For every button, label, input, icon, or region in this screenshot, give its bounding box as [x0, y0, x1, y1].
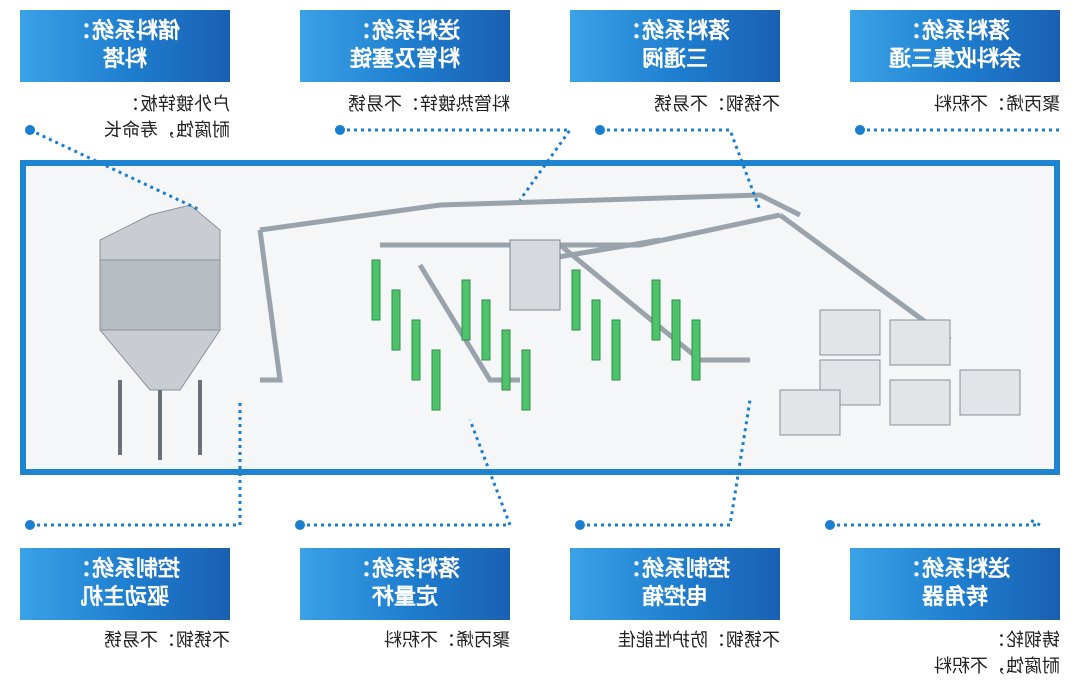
note-drive-unit: 不锈钢：不易锈 [104, 630, 230, 651]
callout-tee-valve: 落料系统： 三通阀 [570, 10, 780, 82]
silo-illustration [99, 204, 221, 460]
callout-control-box: 控制系统： 电控箱 [570, 548, 780, 620]
note-residual-tee: 聚丙烯：不积料 [934, 94, 1060, 115]
callout-measuring-cup: 落料系统： 定量杯 [300, 548, 510, 620]
note-tee-valve: 不锈钢：不易锈 [654, 94, 780, 115]
control-box-illustration [509, 239, 561, 311]
feeder-troughs [779, 309, 1021, 436]
dosing-cups [371, 259, 701, 411]
note-control-box: 不锈钢：防护性能佳 [618, 630, 780, 651]
callout-residual-tee: 落料系统： 余料收集三通 [850, 10, 1060, 82]
note-measuring-cup: 聚丙烯：不积料 [384, 630, 510, 651]
note-corner-wheel: 铸钢轮： 耐腐蚀，不积料 [934, 630, 1060, 677]
note-silo: 户外镀锌板： 耐腐蚀，寿命长 [104, 94, 230, 141]
callout-silo: 储料系统： 料塔 [20, 10, 230, 82]
callout-drive-unit: 控制系统： 驱动主机 [20, 548, 230, 620]
callout-pipe-chain: 送料系统： 料管及塞链 [300, 10, 510, 82]
note-pipe-chain: 料管热镀锌：不易锈 [348, 94, 510, 115]
callout-corner-wheel: 送料系统： 转角器 [850, 548, 1060, 620]
